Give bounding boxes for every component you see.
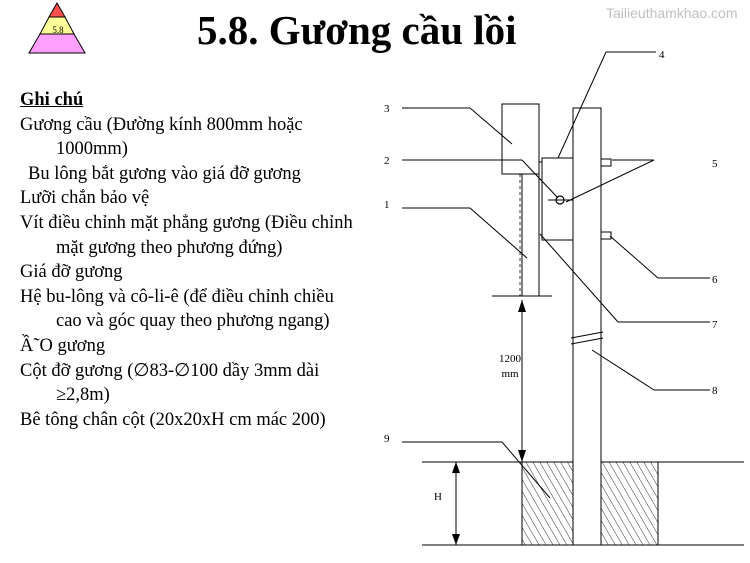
watermark: Tailieuthamkhao.com <box>606 5 738 21</box>
leader-5 <box>565 159 655 203</box>
mirror-curved-face <box>521 174 540 297</box>
pyramid-badge-icon: 5.8 <box>28 1 86 54</box>
height-dimension-unit: mm <box>501 368 519 380</box>
page-title: 5.8. Gương cầu lồi <box>197 7 517 53</box>
note-item: Bê tông chân cột (20x20xH cm mác 200) <box>20 409 326 430</box>
callout-6: 6 <box>712 274 718 286</box>
height-dimension-label: 1200 <box>499 353 522 365</box>
pyramid-top <box>48 1 66 18</box>
callout-9: 9 <box>384 433 390 445</box>
clamp-upper <box>600 158 612 167</box>
mirror-mounting-diagram: 1200 mm H 3 2 1 9 4 5 6 7 8 <box>384 49 744 546</box>
pyramid-bottom <box>28 33 86 54</box>
note-item: Lưỡi chắn bảo vệ <box>20 188 150 209</box>
note-item: Hệ bu-lông và cô-li-ê (để điều chỉnh chi… <box>20 286 334 332</box>
leader-2 <box>521 159 559 199</box>
note-item: Giá đỡ gương <box>20 262 123 283</box>
post-break-line <box>570 331 604 339</box>
note-item: Vít điều chỉnh mặt phẳng gương (Điều chỉ… <box>20 212 353 258</box>
pyramid-badge-label: 5.8 <box>52 25 64 35</box>
note-item: Cột đỡ gương (∅83-∅100 dầy 3mm dài ≥2,8m… <box>20 360 320 406</box>
callout-8: 8 <box>712 385 718 397</box>
leader-6 <box>609 235 659 279</box>
note-item: Bu lông bắt gương vào giá đỡ gương <box>28 163 301 184</box>
note-item: Gương cầu (Đường kính 800mm hoặc 1000mm) <box>20 114 303 160</box>
depth-dimension-label: H <box>434 491 442 503</box>
clamp-lower <box>600 231 612 240</box>
depth-arrow-down <box>452 534 460 545</box>
leader-4 <box>557 51 607 159</box>
convex-mirror <box>501 103 540 175</box>
post-break-line <box>570 337 604 345</box>
leader-3 <box>469 107 513 145</box>
callout-1: 1 <box>384 199 390 211</box>
depth-arrow-up <box>452 462 460 473</box>
callout-4: 4 <box>659 49 665 61</box>
notes-panel: Ghi chú Gương cầu (Đường kính 800mm hoặc… <box>20 88 355 432</box>
leader-1 <box>469 207 528 259</box>
notes-heading: Ghi chú <box>20 90 84 110</box>
callout-5: 5 <box>712 158 718 170</box>
callout-3: 3 <box>384 103 390 115</box>
dimension-arrow-up <box>518 300 526 312</box>
note-item: Ầ˜O gương <box>20 335 106 356</box>
leader-9 <box>501 441 551 499</box>
mirror-post <box>572 107 602 546</box>
leader-7 <box>539 233 619 323</box>
leader-8 <box>591 349 655 391</box>
callout-7: 7 <box>712 319 718 331</box>
dimension-arrow-down <box>518 450 526 462</box>
callout-2: 2 <box>384 155 390 167</box>
